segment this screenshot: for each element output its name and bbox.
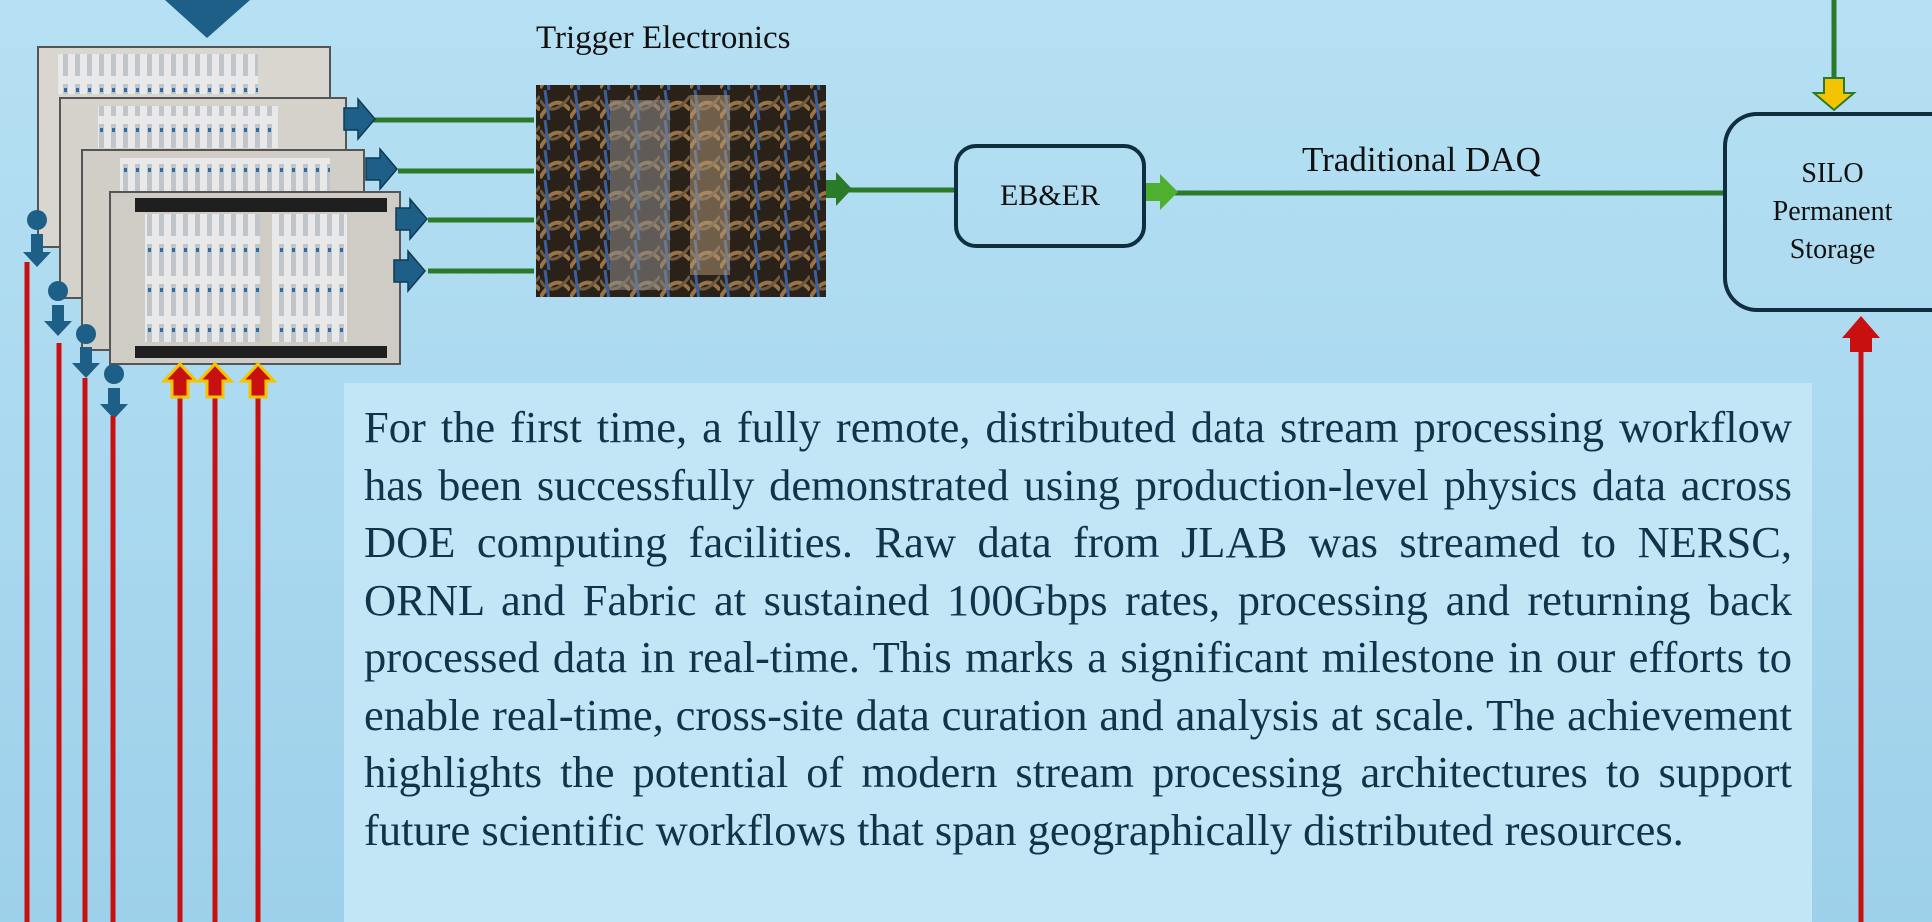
- summary-text: For the first time, a fully remote, dist…: [364, 402, 1792, 855]
- silo-return-arrow: [1842, 316, 1880, 352]
- silo-input-arrow: [1811, 77, 1857, 112]
- silo-storage-box: SILO Permanent Storage: [1723, 112, 1932, 312]
- trigger-electronics-image: [536, 85, 826, 297]
- summary-panel: For the first time, a fully remote, dist…: [344, 383, 1812, 922]
- stream-down-arrows: [23, 210, 128, 419]
- trigger-electronics-label: Trigger Electronics: [536, 20, 791, 56]
- silo-line-2: Permanent: [1772, 196, 1893, 227]
- stream-red-lines: [24, 262, 261, 922]
- crate-to-trigger-links: [370, 117, 534, 274]
- return-up-arrows: [160, 361, 278, 399]
- top-triangle-arrow: [165, 0, 250, 38]
- silo-line-1: SILO: [1801, 158, 1864, 189]
- crate-output-arrows: [343, 96, 428, 294]
- crate-stack-image: [37, 46, 401, 365]
- traditional-daq-label: Traditional DAQ: [1302, 140, 1541, 179]
- eb-er-box: EB&ER: [954, 144, 1146, 248]
- silo-line-3: Storage: [1789, 234, 1876, 265]
- trigger-output-arrow: [826, 172, 852, 206]
- eb-er-label: EB&ER: [999, 179, 1100, 212]
- eb-output-arrow: [1146, 174, 1178, 210]
